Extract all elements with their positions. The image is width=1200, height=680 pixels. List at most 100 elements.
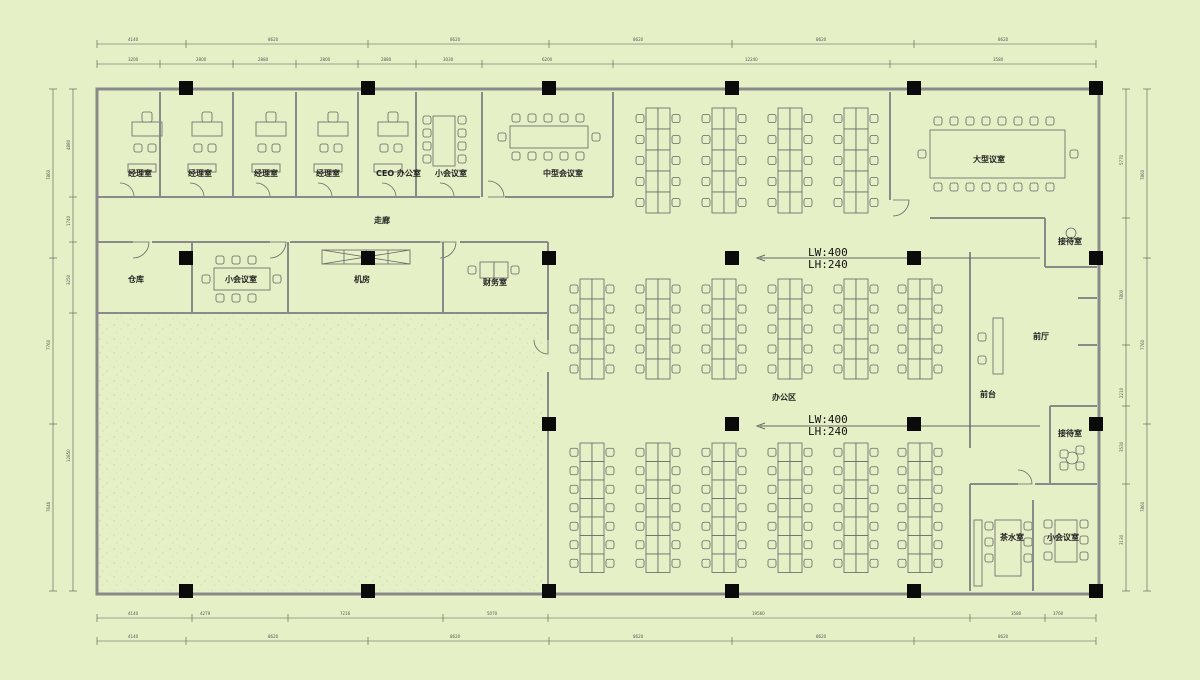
dim-bottom-outer-5: 8620 bbox=[998, 634, 1009, 639]
chair bbox=[569, 521, 579, 531]
desk bbox=[711, 298, 725, 320]
chair bbox=[1023, 521, 1033, 531]
desk bbox=[579, 278, 593, 300]
door-swing bbox=[1017, 469, 1033, 485]
door-swing bbox=[189, 182, 205, 198]
dim-top-inner-6: 6200 bbox=[542, 57, 553, 62]
desk bbox=[645, 128, 659, 151]
desk bbox=[645, 278, 659, 300]
desk bbox=[777, 479, 791, 499]
chair bbox=[737, 114, 747, 123]
chair bbox=[257, 143, 267, 153]
dim-top-inner-7: 12240 bbox=[745, 57, 758, 62]
chair bbox=[701, 284, 711, 294]
room-label-small-meeting-mid: 小会议室 bbox=[224, 274, 257, 284]
chair bbox=[569, 324, 579, 334]
chair bbox=[247, 255, 257, 265]
desk bbox=[777, 535, 791, 555]
chair bbox=[767, 447, 777, 457]
chair bbox=[869, 177, 879, 186]
chair bbox=[635, 484, 645, 494]
desk bbox=[591, 516, 605, 536]
chair bbox=[701, 484, 711, 494]
column bbox=[1089, 417, 1103, 431]
chair bbox=[737, 135, 747, 144]
chair bbox=[393, 143, 403, 153]
room-label-ceo: CEO 办公室 bbox=[376, 168, 421, 178]
chair bbox=[933, 540, 943, 550]
desk bbox=[645, 442, 659, 462]
chair bbox=[869, 364, 879, 374]
desk bbox=[907, 442, 921, 462]
dim-bottom-inner-2: 7216 bbox=[340, 611, 351, 616]
chair bbox=[984, 553, 994, 563]
chair bbox=[737, 447, 747, 457]
room-label-manager-1: 经理室 bbox=[128, 168, 152, 178]
chair bbox=[767, 484, 777, 494]
desk bbox=[723, 107, 737, 130]
desk bbox=[579, 338, 593, 360]
room-label-tea-room: 茶水室 bbox=[999, 532, 1024, 542]
chair bbox=[933, 116, 943, 126]
door-swing bbox=[439, 182, 455, 198]
chair bbox=[869, 344, 879, 354]
chair bbox=[933, 304, 943, 314]
chair bbox=[671, 304, 681, 314]
room-label-corridor: 走廊 bbox=[373, 215, 390, 225]
chair bbox=[635, 284, 645, 294]
chair bbox=[510, 265, 520, 275]
chair bbox=[737, 304, 747, 314]
chair bbox=[737, 344, 747, 354]
chair bbox=[767, 198, 777, 207]
chair bbox=[869, 558, 879, 568]
chair bbox=[984, 521, 994, 531]
chair bbox=[701, 135, 711, 144]
chair bbox=[701, 156, 711, 165]
chair bbox=[605, 484, 615, 494]
desk bbox=[579, 442, 593, 462]
door-swing bbox=[381, 182, 397, 198]
desk bbox=[777, 191, 791, 214]
desk bbox=[657, 535, 671, 555]
desk bbox=[855, 461, 869, 481]
desk bbox=[723, 170, 737, 193]
chair bbox=[869, 466, 879, 476]
desk bbox=[843, 128, 857, 151]
chair bbox=[767, 177, 777, 186]
dim-left-outer-0: 7860 bbox=[46, 169, 51, 180]
chair bbox=[897, 466, 907, 476]
manager-desk bbox=[255, 121, 287, 137]
chair bbox=[215, 293, 225, 303]
chair bbox=[833, 344, 843, 354]
desk bbox=[723, 516, 737, 536]
chair bbox=[803, 135, 813, 144]
desk bbox=[843, 535, 857, 555]
dim-right-inner-0: 5770 bbox=[1119, 154, 1124, 165]
desk bbox=[777, 170, 791, 193]
chair bbox=[933, 284, 943, 294]
chair bbox=[737, 521, 747, 531]
chair bbox=[569, 344, 579, 354]
column bbox=[361, 584, 375, 598]
dim-top-outer-4: 8620 bbox=[816, 37, 827, 42]
desk bbox=[723, 461, 737, 481]
manager-desk bbox=[131, 121, 163, 137]
chair bbox=[605, 344, 615, 354]
chair bbox=[767, 466, 777, 476]
chair bbox=[671, 135, 681, 144]
chair bbox=[1043, 535, 1053, 545]
chair bbox=[833, 484, 843, 494]
chair bbox=[803, 177, 813, 186]
desk bbox=[657, 318, 671, 340]
chair bbox=[605, 284, 615, 294]
chair bbox=[767, 284, 777, 294]
desk bbox=[777, 298, 791, 320]
ac-label-lw-top: LW:400 bbox=[808, 246, 848, 259]
door-swing bbox=[487, 180, 505, 198]
chair bbox=[671, 344, 681, 354]
chair bbox=[605, 503, 615, 513]
desk bbox=[789, 358, 803, 380]
office-chair bbox=[141, 111, 153, 123]
chair bbox=[869, 503, 879, 513]
chair bbox=[897, 521, 907, 531]
